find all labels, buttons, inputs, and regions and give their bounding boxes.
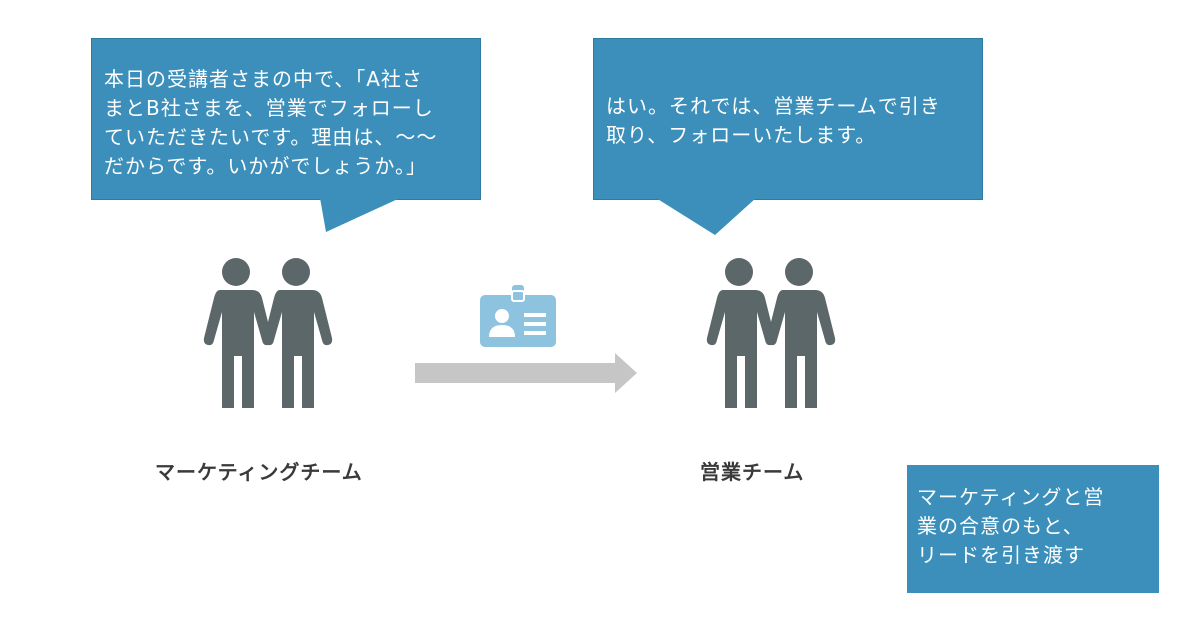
two-people-holding-hands-icon — [203, 258, 333, 408]
marketing-bubble-line: まとB社さまを、営業でフォローし — [104, 96, 434, 120]
marketing-bubble-tail — [320, 198, 400, 232]
sales-team-label: 営業チーム — [700, 460, 805, 484]
note-line: リードを引き渡す — [917, 543, 1085, 567]
sales-bubble-line: はい。それでは、営業チームで引き — [606, 94, 941, 118]
note-line: 業の合意のもと、 — [917, 514, 1084, 538]
sales-speech-bubble: はい。それでは、営業チームで引き 取り、フォローいたします。 — [593, 38, 983, 200]
handoff-note-box: マーケティングと営 業の合意のもと、 リードを引き渡す — [907, 465, 1159, 593]
marketing-bubble-line: 本日の受講者さまの中で、「A社さ — [104, 67, 423, 91]
marketing-speech-bubble: 本日の受講者さまの中で、「A社さ まとB社さまを、営業でフォローし ていただきた… — [91, 38, 481, 200]
marketing-bubble-line: だからです。いかがでしょうか。」 — [104, 154, 427, 178]
sales-bubble-tail — [656, 198, 756, 235]
note-line: マーケティングと営 — [917, 485, 1105, 509]
sales-bubble-line: 取り、フォローいたします。 — [606, 123, 877, 147]
marketing-team-label: マーケティングチーム — [155, 460, 363, 484]
two-people-holding-hands-icon — [706, 258, 836, 408]
right-arrow-icon — [415, 353, 637, 393]
marketing-bubble-line: ていただきたいです。理由は、〜〜 — [104, 125, 438, 149]
id-badge-icon — [480, 285, 556, 347]
